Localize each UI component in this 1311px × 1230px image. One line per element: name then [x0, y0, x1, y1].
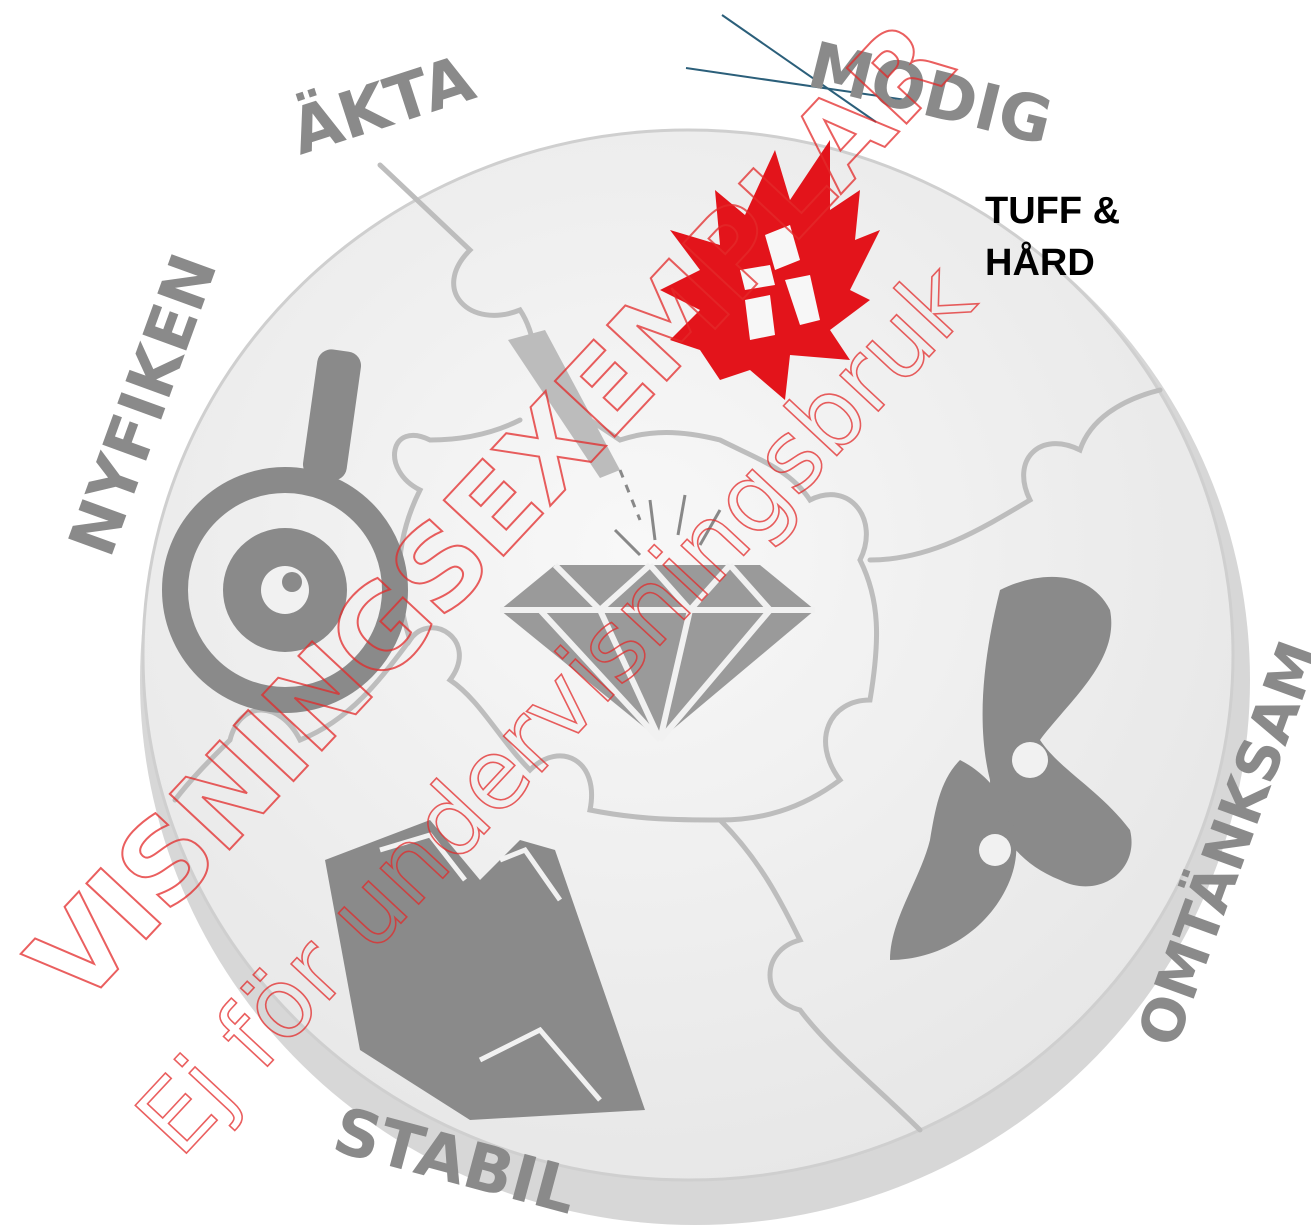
callout-line1: TUFF & — [985, 190, 1121, 232]
flame-icon — [660, 140, 880, 400]
pointer-line — [685, 14, 907, 123]
chisel-icon — [508, 330, 722, 557]
callout-line2: HÅRD — [985, 242, 1095, 284]
tuff-hard-callout: TUFF & HÅRD — [985, 185, 1120, 289]
mountain-icon — [325, 820, 645, 1120]
diamond-icon — [500, 562, 815, 743]
magnifier-icon — [162, 349, 408, 713]
label-akta: ÄKTA — [281, 40, 483, 170]
hands-icon — [890, 576, 1132, 960]
